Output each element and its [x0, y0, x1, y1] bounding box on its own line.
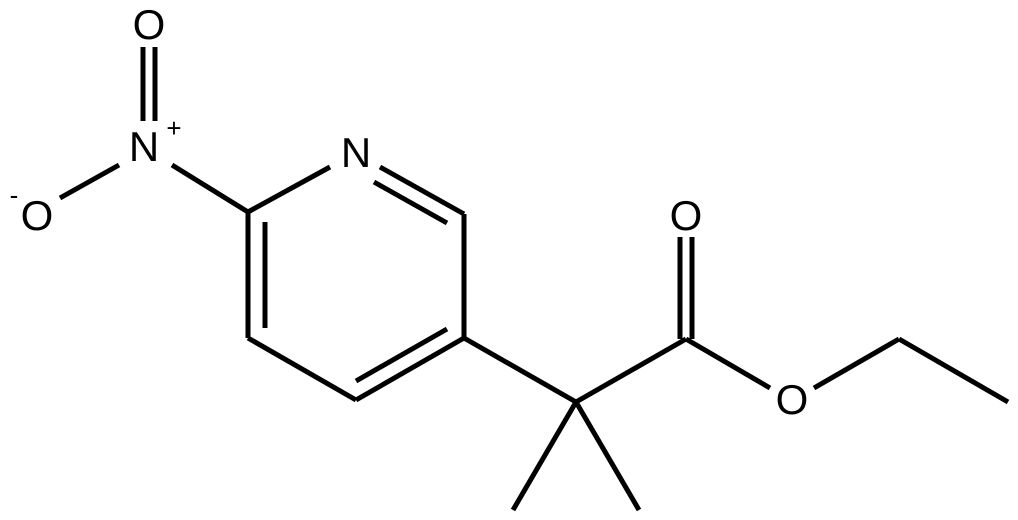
bond-ring-c5-c4-a	[354, 335, 466, 403]
bond-ring-c2-n1	[246, 164, 332, 215]
atom-ester-o: O	[776, 376, 809, 423]
atom-nitro-n: N	[129, 123, 159, 170]
atom-nitro-o-left: O	[21, 192, 54, 239]
bond-ring-quaternary	[462, 335, 578, 405]
bond-ester-o-ch2	[812, 336, 901, 391]
bond-carbonyl-ester-o	[684, 336, 772, 391]
atom-nitro-o-top: O	[133, 1, 166, 48]
bond-ring-n1-c6-a	[378, 164, 466, 217]
charge-plus: +	[166, 113, 181, 143]
bond-n-o-single	[58, 162, 121, 201]
bond-ch2-ch3	[897, 336, 1010, 405]
bond-methyl-right	[573, 400, 642, 512]
bond-methyl-left	[510, 400, 579, 512]
atom-ring-n: N	[341, 129, 371, 176]
bond-ring-n1-c6-b	[372, 179, 449, 226]
bond-nitro-ring	[170, 162, 250, 215]
charge-minus: -	[10, 180, 19, 210]
bond-quaternary-carbonyl	[574, 336, 688, 405]
bond-ring-c5-c4-b	[354, 326, 449, 384]
bond-ring-c4-c3	[246, 335, 358, 403]
atom-carbonyl-o: O	[670, 192, 703, 239]
